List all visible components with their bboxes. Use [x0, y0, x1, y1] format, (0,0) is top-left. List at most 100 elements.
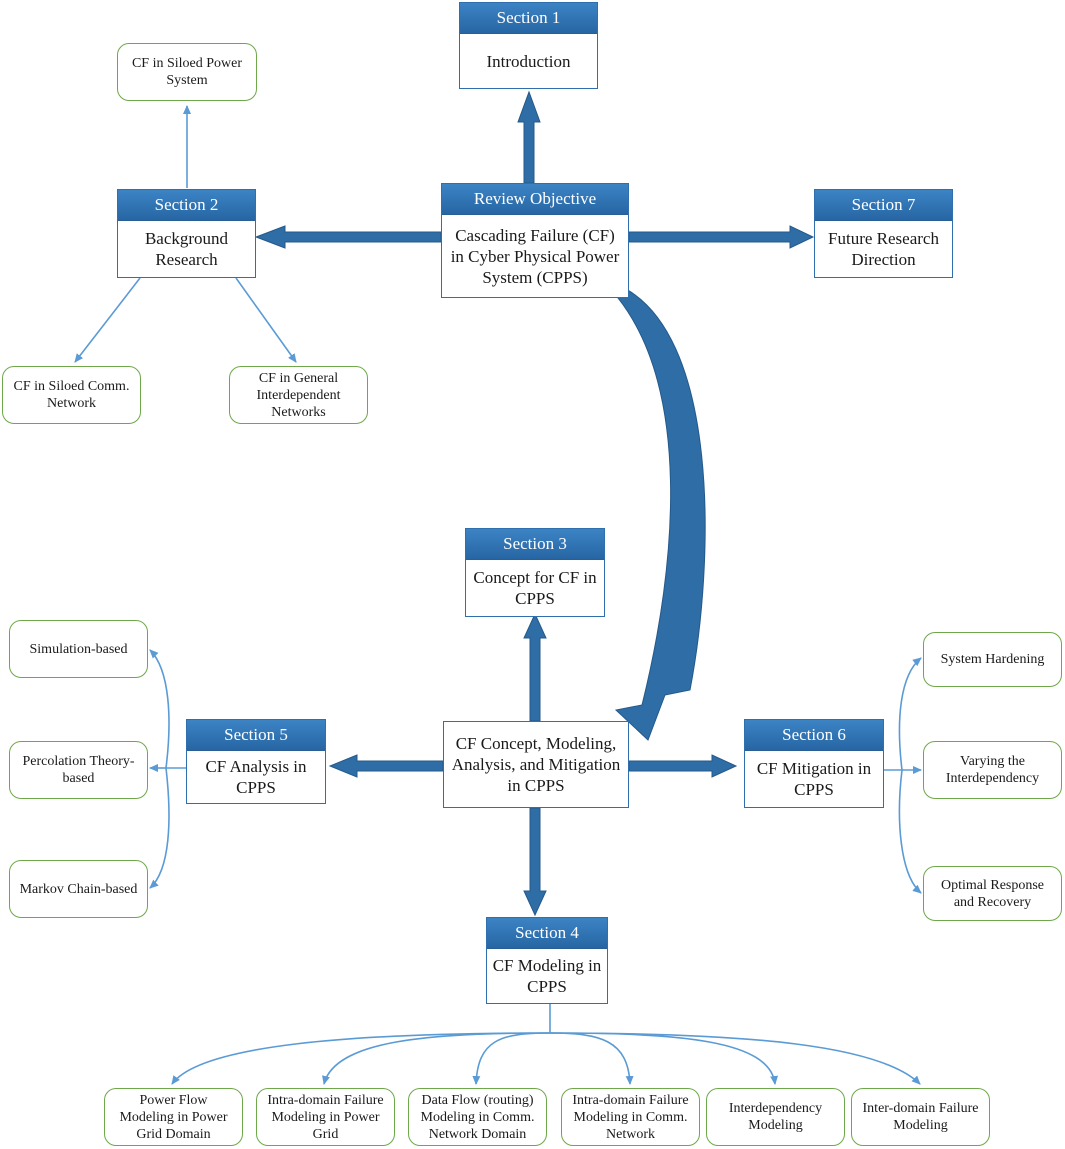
- fan-s4-intra-comm: [549, 1032, 634, 1085]
- line-s2-to-siloed-comm: [74, 277, 141, 363]
- review-objective-box: Review Objective Cascading Failure (CF) …: [441, 183, 629, 298]
- section7-line-1: Future Research: [828, 229, 939, 248]
- section7-header: Section 7: [815, 190, 952, 221]
- bracket-s6-optimal: [898, 769, 922, 894]
- center-line-3: in CPPS: [507, 775, 565, 795]
- leaf-text: Power Flow: [139, 1092, 208, 1108]
- leaf-siloed-comm: CF in Siloed Comm. Network: [2, 366, 141, 424]
- fan-s4-inter-domain: [549, 1032, 921, 1085]
- leaf-text: Modeling: [748, 1118, 803, 1133]
- leaf-siloed-power: CF in Siloed Power System: [117, 43, 257, 101]
- leaf-data-flow-modeling: Data Flow (routing) Modeling in Comm. Ne…: [408, 1088, 547, 1146]
- section5-line-1: CF Analysis in: [205, 757, 307, 776]
- center-objective-box: CF Concept, Modeling, Analysis, and Miti…: [443, 721, 629, 808]
- section1-header: Section 1: [460, 3, 597, 34]
- leaf-system-hardening: System Hardening: [923, 632, 1062, 687]
- section2-line-2: Research: [155, 250, 218, 269]
- leaf-intra-domain-power: Intra-domain Failure Modeling in Power G…: [256, 1088, 395, 1146]
- section1-title: Introduction: [486, 51, 571, 71]
- leaf-text: Interdependent: [256, 387, 341, 403]
- leaf-percolation-theory: Percolation Theory- based: [9, 741, 148, 799]
- leaf-text: Grid: [312, 1126, 339, 1142]
- section4-line-1: CF Modeling in: [492, 956, 602, 975]
- arrow-obj-to-section7: [628, 225, 815, 249]
- line-s2-to-general: [235, 277, 297, 363]
- leaf-text: Markov Chain-based: [19, 881, 138, 897]
- leaf-power-flow-modeling: Power Flow Modeling in Power Grid Domain: [104, 1088, 243, 1146]
- leaf-text: Modeling in Power: [271, 1109, 380, 1125]
- section3-box: Section 3 Concept for CF in CPPS: [465, 528, 605, 617]
- section5-line-2: CPPS: [236, 778, 276, 797]
- leaf-text: Percolation Theory-: [22, 754, 135, 769]
- leaf-text: and Recovery: [953, 894, 1032, 910]
- leaf-text: Network: [606, 1126, 655, 1142]
- leaf-general-interdependent: CF in General Interdependent Networks: [229, 366, 368, 424]
- leaf-text: Data Flow (routing): [421, 1092, 534, 1108]
- fan-s4-power-flow: [171, 1032, 551, 1085]
- leaf-text: Network Domain: [428, 1126, 527, 1142]
- leaf-optimal-response: Optimal Response and Recovery: [923, 866, 1062, 921]
- bracket-s5-markov: [149, 767, 170, 889]
- leaf-text: Intra-domain Failure: [267, 1092, 384, 1108]
- leaf-interdependency-modeling: Interdependency Modeling: [706, 1088, 845, 1146]
- bracket-s6-hardening: [898, 657, 922, 771]
- section4-line-2: CPPS: [527, 977, 567, 996]
- section4-header: Section 4: [487, 918, 607, 949]
- fan-s4-interdep: [549, 1032, 779, 1085]
- leaf-text: Modeling in Power: [119, 1109, 228, 1125]
- section1-box: Section 1 Introduction: [459, 2, 598, 89]
- section3-line-2: CPPS: [515, 589, 555, 608]
- leaf-markov-chain: Markov Chain-based: [9, 860, 148, 918]
- leaf-text: Varying the: [960, 754, 1025, 769]
- bracket-s5-simulation: [149, 649, 170, 769]
- section4-box: Section 4 CF Modeling in CPPS: [486, 917, 608, 1004]
- arrow-obj-to-section1: [517, 90, 541, 184]
- review-objective-header: Review Objective: [442, 184, 628, 215]
- leaf-text: CF in Siloed Power: [131, 56, 243, 71]
- leaf-text: Simulation-based: [29, 641, 128, 657]
- arrow-center-to-section6: [628, 754, 738, 778]
- section7-box: Section 7 Future Research Direction: [814, 189, 953, 278]
- arrow-obj-to-section2: [254, 225, 442, 249]
- leaf-text: Interdependency: [945, 771, 1040, 786]
- curved-arrow-objective-to-center: [614, 284, 706, 741]
- arrow-center-to-section3: [523, 612, 547, 722]
- section6-box: Section 6 CF Mitigation in CPPS: [744, 719, 884, 808]
- section5-box: Section 5 CF Analysis in CPPS: [186, 719, 326, 804]
- section5-header: Section 5: [187, 720, 325, 751]
- arrow-center-to-section5: [328, 754, 444, 778]
- section2-header: Section 2: [118, 190, 255, 221]
- leaf-text: Interdependency: [728, 1101, 823, 1116]
- section6-line-2: CPPS: [794, 780, 834, 799]
- leaf-text: Intra-domain Failure: [572, 1092, 689, 1108]
- center-line-1: CF Concept, Modeling,: [455, 733, 617, 753]
- leaf-text: Modeling: [893, 1118, 948, 1133]
- leaf-text: CF in Siloed Comm.: [13, 379, 130, 394]
- leaf-text: Modeling in Comm.: [573, 1109, 688, 1125]
- section6-header: Section 6: [745, 720, 883, 751]
- leaf-text: Modeling in Comm.: [420, 1109, 535, 1125]
- leaf-text: based: [62, 771, 95, 786]
- center-line-2: Analysis, and Mitigation: [451, 754, 621, 774]
- section3-line-1: Concept for CF in: [473, 568, 597, 587]
- leaf-text: Optimal Response: [940, 877, 1045, 893]
- section7-line-2: Direction: [851, 250, 916, 269]
- leaf-text: System Hardening: [940, 652, 1045, 667]
- section2-box: Section 2 Background Research: [117, 189, 256, 278]
- leaf-varying-interdependency: Varying the Interdependency: [923, 741, 1062, 799]
- leaf-text: Network: [47, 396, 96, 411]
- review-objective-line-1: Cascading Failure (CF): [455, 225, 615, 245]
- leaf-text: Networks: [271, 404, 326, 420]
- review-objective-line-3: System (CPPS): [482, 267, 588, 287]
- leaf-text: Grid Domain: [136, 1126, 211, 1142]
- leaf-text: Inter-domain Failure: [862, 1101, 979, 1116]
- fan-s4-data-flow: [472, 1032, 551, 1085]
- arrow-center-to-section4: [523, 807, 547, 917]
- section6-line-1: CF Mitigation in: [756, 759, 872, 778]
- fan-s4-intra-power: [322, 1032, 551, 1085]
- leaf-simulation-based: Simulation-based: [9, 620, 148, 678]
- leaf-inter-domain-failure: Inter-domain Failure Modeling: [851, 1088, 990, 1146]
- section2-line-1: Background: [144, 229, 229, 248]
- leaf-text: System: [166, 73, 208, 88]
